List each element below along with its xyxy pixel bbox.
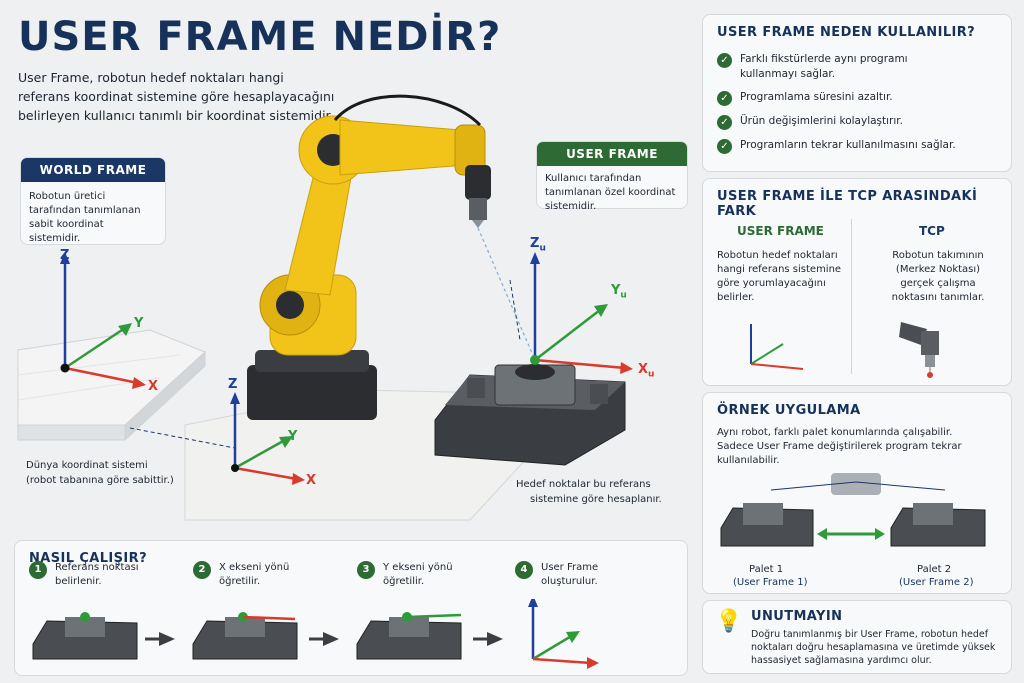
diff-title: USER FRAME İLE TCP ARASINDAKİ FARK xyxy=(717,189,978,219)
example-card: ÖRNEK UYGULAMA Aynı robot, farklı palet … xyxy=(702,392,1012,594)
pallet-illustration xyxy=(720,473,986,547)
example-desc: Aynı robot, farklı palet konumlarında ça… xyxy=(717,427,962,466)
mini-axes-icon xyxy=(750,324,804,370)
robot-scene xyxy=(129,94,626,521)
why-item: ✓Farklı fikstürlerde aynı programı kulla… xyxy=(717,52,997,82)
pallet-1-frame-label: (User Frame 1) xyxy=(733,577,808,588)
world-axis-z-label: Z xyxy=(60,248,70,263)
check-icon: ✓ xyxy=(717,115,732,130)
robot-base-axes xyxy=(230,392,305,485)
base-axis-x-label: X xyxy=(306,473,317,488)
world-axis-y-label: Y xyxy=(134,316,144,331)
pallet-2-label: Palet 2 xyxy=(917,564,952,575)
base-axis-z-label: Z xyxy=(228,377,238,392)
why-item: ✓Programlama süresini azaltır. xyxy=(717,90,997,106)
note-desc: Doğru tanımlanmış bir User Frame, robotu… xyxy=(751,629,996,666)
tcp-tool-icon xyxy=(899,322,939,378)
example-title: ÖRNEK UYGULAMA xyxy=(717,403,861,418)
why-title: USER FRAME NEDEN KULLANILIR? xyxy=(717,25,976,40)
check-icon: ✓ xyxy=(717,91,732,106)
diff-card: USER FRAME İLE TCP ARASINDAKİ FARK USER … xyxy=(702,178,1012,386)
base-axis-y-label: Y xyxy=(288,429,298,444)
how-steps-illustration xyxy=(32,599,599,669)
pallet-2-frame-label: (User Frame 2) xyxy=(899,577,974,588)
lightbulb-icon: 💡 xyxy=(715,609,743,634)
check-icon: ✓ xyxy=(717,53,732,68)
diff-left-desc: Robotun hedef noktaları hangi referans s… xyxy=(717,250,842,303)
world-frame-caption-1: Dünya koordinat sistemi xyxy=(26,460,148,471)
user-frame-caption-1: Hedef noktalar bu referans xyxy=(516,479,651,490)
page-title: USER FRAME NEDİR? xyxy=(18,14,502,60)
pallet-1-label: Palet 1 xyxy=(749,564,784,575)
note-title: UNUTMAYIN xyxy=(751,609,843,624)
user-frame-axes xyxy=(530,252,633,374)
diff-left-title: USER FRAME xyxy=(737,224,824,238)
world-frame-illustration xyxy=(17,252,206,442)
world-axis-x-label: X xyxy=(148,379,159,394)
world-frame-caption-2: (robot tabanına göre sabittir.) xyxy=(26,475,174,486)
why-card: USER FRAME NEDEN KULLANILIR? ✓Farklı fik… xyxy=(702,14,1012,172)
why-item: ✓Programların tekrar kullanılmasını sağl… xyxy=(717,138,997,154)
diff-right-title: TCP xyxy=(919,224,945,238)
note-card: 💡 UNUTMAYIN Doğru tanımlanmış bir User F… xyxy=(702,600,1012,674)
user-frame-card: USER FRAME Kullanıcı tarafından tanımlan… xyxy=(536,141,688,212)
world-frame-desc: Robotun üretici tarafından tanımlanan sa… xyxy=(29,191,141,244)
how-title: NASIL ÇALIŞIR? xyxy=(29,551,148,566)
user-axis-x-label: Xu xyxy=(638,362,655,380)
why-item: ✓Ürün değişimlerini kolaylaştırır. xyxy=(717,114,997,130)
check-icon: ✓ xyxy=(717,139,732,154)
user-frame-header: USER FRAME xyxy=(537,142,687,166)
intro-text: User Frame, robotun hedef noktaları hang… xyxy=(18,70,335,123)
user-axis-y-label: Yu xyxy=(611,283,627,301)
diff-right-desc: Robotun takımının (Merkez Noktası) gerçe… xyxy=(891,250,985,303)
world-frame-card: WORLD FRAME Robotun üretici tarafından t… xyxy=(20,157,166,245)
user-frame-desc: Kullanıcı tarafından tanımlanan özel koo… xyxy=(545,173,676,212)
user-frame-caption-2: sistemine göre hesaplanır. xyxy=(530,494,662,505)
world-frame-header: WORLD FRAME xyxy=(21,158,165,182)
user-axis-z-label: Zu xyxy=(530,236,546,254)
